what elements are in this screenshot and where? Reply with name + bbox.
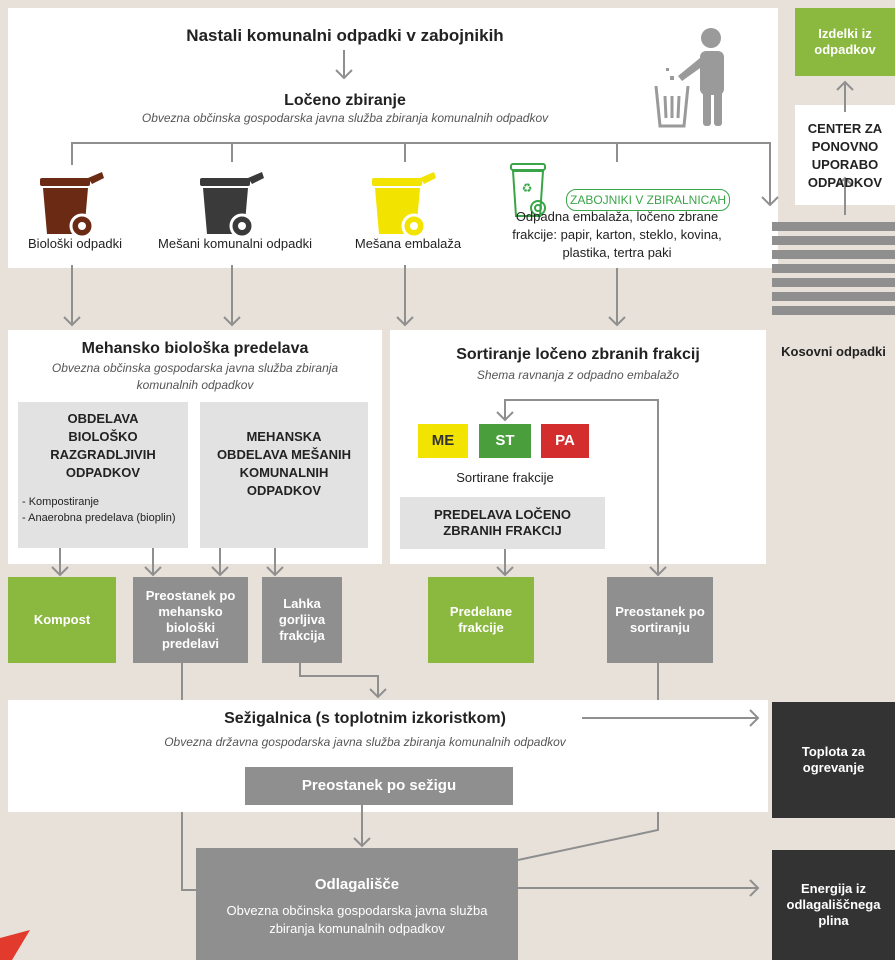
separate-collection-title: Ločeno zbiranje [284, 92, 406, 109]
bio-treatment-title: OBDELAVA BIOLOŠKO RAZGRADLJIVIH ODPADKOV [50, 411, 156, 480]
sorting-subtitle: Shema ravnanja z odpadno embalažo [476, 368, 680, 382]
mbt-subtitle: Obvezna občinska gospodarska javna služb… [51, 361, 339, 392]
bio-treatment-box [18, 402, 188, 548]
compost-box: Kompost [8, 577, 116, 663]
mixed-waste-bin-icon [200, 172, 264, 239]
heat-box: Toplota za ogrevanje [772, 702, 895, 818]
light-fraction-box: Lahka gorljiva frakcija [262, 577, 342, 663]
fractions-label: Odpadna embalaža, ločeno zbrane frakcije… [512, 209, 722, 260]
recycling-bin-icon: ♻ [510, 163, 546, 217]
packaging-bin-icon [372, 172, 436, 239]
sorting-residue-box: Preostanek po sortiranju [607, 577, 713, 663]
mechanical-treatment-box [200, 402, 368, 548]
sorted-fractions-label: Sortirane frakcije [456, 470, 554, 485]
containers-tag: ZABOJNIKI V ZBIRALNICAH [566, 189, 730, 211]
separate-processing-box: PREDELAVA LOČENO ZBRANIH FRAKCIJ [400, 497, 605, 549]
pa-badge: PA [541, 424, 589, 458]
incinerator-subtitle: Obvezna državna gospodarska javna služba… [164, 735, 566, 749]
processed-fractions-box: Predelane frakcije [428, 577, 534, 663]
mbt-residue-box: Preostanek po mehansko biološki predelav… [133, 577, 248, 663]
incinerator-title: Sežigalnica (s toplotnim izkoristkom) [224, 710, 506, 727]
st-badge: ST [479, 424, 531, 458]
svg-text:♻: ♻ [522, 181, 533, 195]
separate-collection-subtitle: Obvezna občinska gospodarska javna služb… [141, 111, 549, 125]
composting-item: - Kompostiranje [22, 496, 100, 508]
mechanical-treatment-title: MEHANSKA OBDELAVA MEŠANIH KOMUNALNIH ODP… [216, 429, 352, 498]
landfill-title: Odlagališče [314, 876, 400, 893]
landfill-gas-energy-box: Energija iz odlagališčnega plina [772, 850, 895, 960]
sorting-title: Sortiranje ločeno zbranih frakcij [456, 346, 700, 363]
person-disposing-icon [654, 28, 724, 128]
incineration-residue-box: Preostanek po sežigu [245, 767, 513, 805]
bio-bin-icon [40, 172, 104, 239]
waste-title: Nastali komunalni odpadki v zabojnikih [186, 26, 504, 45]
packaging-bin-label: Mešana embalaža [354, 236, 462, 251]
bulky-waste-stack-icon [772, 222, 895, 315]
products-box: Izdelki iz odpadkov [795, 8, 895, 76]
corner-marker [0, 930, 30, 960]
reuse-center-label: CENTER ZA PONOVNO UPORABO ODPADKOV [807, 121, 883, 190]
me-badge: ME [418, 424, 468, 458]
landfill-box [196, 848, 518, 960]
bio-bin-label: Biološki odpadki [28, 236, 122, 251]
anaerobic-item: - Anaerobna predelava (bioplin) [22, 512, 176, 524]
mixed-bin-label: Mešani komunalni odpadki [158, 236, 312, 251]
bulky-waste-label: Kosovni odpadki [781, 344, 886, 359]
mbt-title: Mehansko biološka predelava [81, 340, 309, 357]
landfill-subtitle: Obvezna občinska gospodarska javna služb… [226, 903, 488, 936]
